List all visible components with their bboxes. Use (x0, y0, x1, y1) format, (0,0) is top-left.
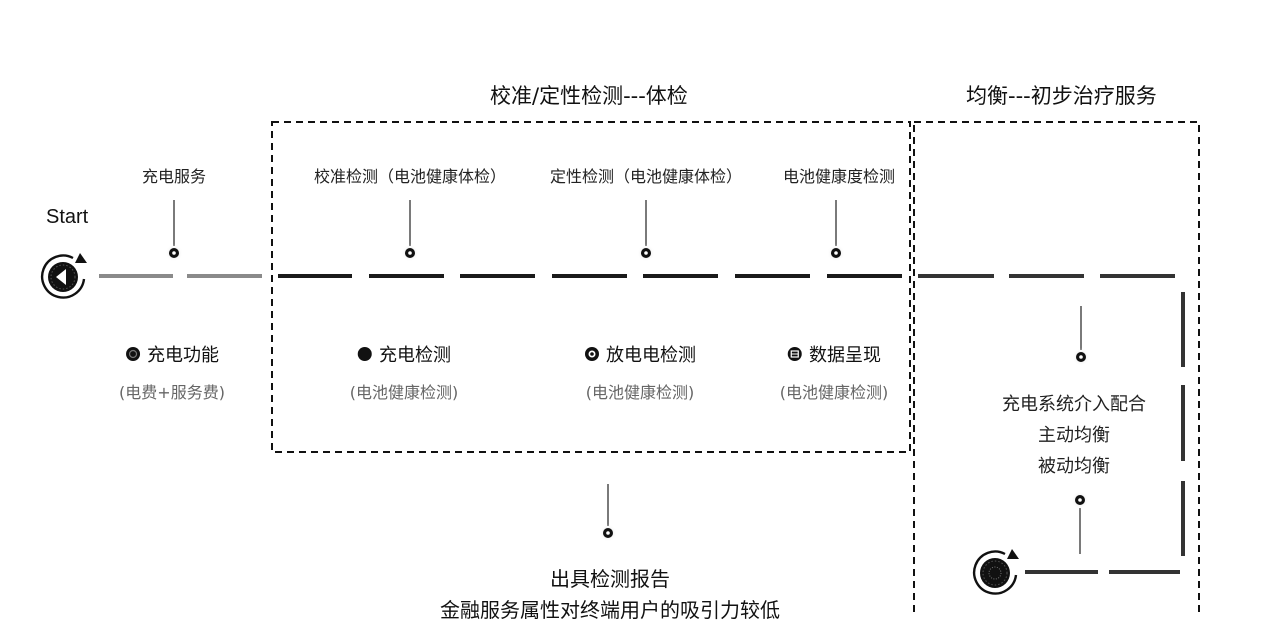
bullet-icon (788, 347, 802, 361)
balance-text-line2: 主动均衡 (1038, 425, 1110, 446)
balance-text-line1: 充电系统介入配合 (1002, 394, 1146, 415)
top-connectors (173, 200, 1082, 554)
pin-dot (827, 244, 845, 262)
pin-dot (165, 244, 183, 262)
bullet-icon (358, 347, 372, 361)
calibration-box (271, 121, 911, 453)
discharge-test-title: 放电电检测 (606, 345, 696, 366)
report-description: 金融服务属性对终端用户的吸引力较低 (440, 598, 780, 622)
data-display-block: 数据呈现 (电池健康检测) (780, 341, 889, 403)
discharge-test-block: 放电电检测 (电池健康检测) (584, 341, 696, 403)
calibration-section-title: 校准/定性检测---体检 (490, 84, 688, 108)
qualitative-test-label: 定性检测（电池健康体检） (549, 167, 743, 186)
balance-text-line3: 被动均衡 (1038, 456, 1110, 477)
report-title: 出具检测报告 (550, 567, 670, 591)
pin-dot (1071, 491, 1089, 509)
charge-test-title: 充电检测 (379, 345, 451, 366)
data-display-sub: (电池健康检测) (779, 383, 889, 402)
charge-test-block: 充电检测 (电池健康检测) (350, 341, 459, 403)
calibration-test-label: 校准检测（电池健康体检） (313, 167, 507, 186)
balance-section-title: 均衡---初步治疗服务 (966, 84, 1157, 108)
pin-dot (599, 524, 617, 542)
start-label: Start (46, 206, 89, 228)
timeline-balance-segments (918, 274, 1185, 574)
charge-function-title: 充电功能 (147, 345, 219, 366)
pin-dot (401, 244, 419, 262)
balance-box (913, 121, 1200, 612)
charge-test-sub: (电池健康检测) (349, 383, 459, 402)
charging-service-label: 充电服务 (141, 167, 207, 186)
circular-arrow-start-icon (40, 253, 87, 299)
bullet-icon (126, 347, 140, 361)
pin-dot (637, 244, 655, 262)
data-display-title: 数据呈现 (809, 345, 881, 366)
bullet-icon (585, 347, 599, 361)
health-test-label: 电池健康度检测 (782, 167, 896, 186)
circular-arrow-end-icon (972, 549, 1019, 595)
charge-function-block: 充电功能 (电费+服务费) (119, 341, 225, 403)
discharge-test-sub: (电池健康检测) (585, 383, 695, 402)
charge-function-sub: (电费+服务费) (119, 383, 225, 402)
pin-dot (1072, 348, 1090, 366)
pin-dots (165, 244, 1090, 542)
